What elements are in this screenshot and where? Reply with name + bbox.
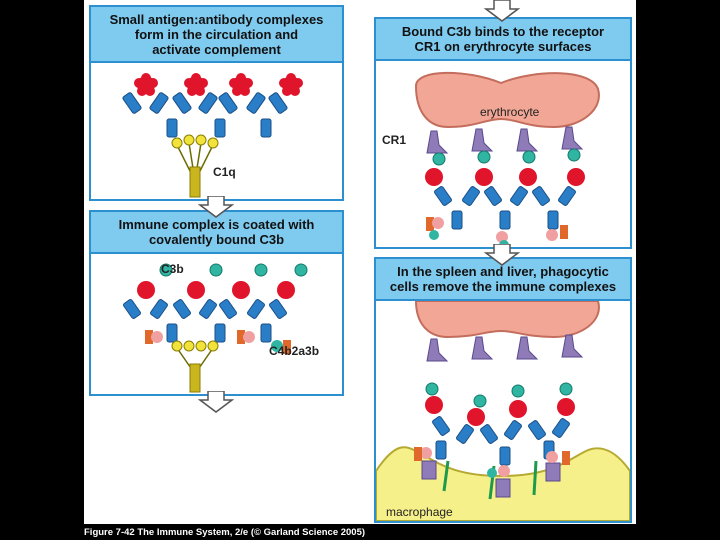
panel-4-title-line-2: cells remove the immune complexes xyxy=(389,279,617,294)
erythrocyte-bound-complex-illustration xyxy=(414,71,600,247)
c3b-label: C3b xyxy=(161,262,184,276)
arrow-panel-1-to-2 xyxy=(198,196,234,218)
panel-3-title-line-2: CR1 on erythrocyte surfaces xyxy=(414,39,592,54)
c1q-molecule xyxy=(171,340,219,393)
panel-1-header: Small antigen:antibody complexes form in… xyxy=(91,7,342,63)
c4b2a3b-complexes xyxy=(145,330,291,354)
panel-complex-formation: Small antigen:antibody complexes form in… xyxy=(89,5,344,201)
antibody-chain xyxy=(122,92,288,138)
panel-phagocytic-removal: In the spleen and liver, phagocytic cell… xyxy=(374,257,632,523)
figure-page: Small antigen:antibody complexes form in… xyxy=(84,0,636,524)
c4b2a3b-complexes xyxy=(414,447,570,478)
erythrocyte-shape xyxy=(414,71,600,129)
c3b-coated-complex-illustration xyxy=(123,263,308,393)
c3b-molecules xyxy=(159,263,308,277)
panel-4-header: In the spleen and liver, phagocytic cell… xyxy=(376,259,630,301)
erythrocyte-shape xyxy=(414,301,600,339)
cr1-receptors xyxy=(426,334,584,362)
c4b2a3b-complexes xyxy=(426,217,568,247)
arrow-into-panel-3 xyxy=(484,0,520,22)
panel-2-title-line-2: covalently bound C3b xyxy=(148,232,285,247)
panel-2-header: Immune complex is coated with covalently… xyxy=(91,212,342,254)
antigen-row xyxy=(425,396,575,426)
antigen-row xyxy=(134,73,303,96)
caption-book-title: The Immune System, 2/e xyxy=(137,527,249,538)
panel-1-title-line-1: Small antigen:antibody complexes xyxy=(109,11,324,27)
c1q-molecule xyxy=(171,134,219,198)
c3b-molecules xyxy=(425,382,573,408)
macrophage-label: macrophage xyxy=(386,505,453,519)
panel-1-title-line-3: activate complement xyxy=(152,41,281,57)
panel-c3b-coating: Immune complex is coated with covalently… xyxy=(89,210,344,396)
c3b-molecules xyxy=(432,148,581,166)
panel-3-title-line-1: Bound C3b binds to the receptor xyxy=(401,24,605,39)
panel-1-title-line-2: form in the circulation and xyxy=(134,26,299,42)
antigen-row xyxy=(425,168,585,186)
panel-2-title-line-1: Immune complex is coated with xyxy=(118,217,315,232)
antibody-chain xyxy=(123,299,287,343)
cr1-receptors xyxy=(426,126,584,154)
arrow-panel-2-exit xyxy=(198,391,234,413)
fc-receptors xyxy=(421,460,561,498)
cr1-label: CR1 xyxy=(382,133,407,147)
c4b2a3b-label: C4b2a3b xyxy=(269,344,320,358)
arrow-panel-3-to-4 xyxy=(484,244,520,266)
complex-with-c1q-illustration xyxy=(122,73,303,198)
macrophage-uptake-illustration xyxy=(376,301,630,521)
antigen-row xyxy=(137,281,295,299)
caption-figure-number: Figure 7-42 xyxy=(84,527,135,538)
panel-3-header: Bound C3b binds to the receptor CR1 on e… xyxy=(376,19,630,61)
erythrocyte-label: erythrocyte xyxy=(480,105,540,119)
antibody-chain xyxy=(434,186,576,230)
figure-caption: Figure 7-42 The Immune System, 2/e (© Ga… xyxy=(84,527,365,538)
c1q-label: C1q xyxy=(213,165,236,179)
panel-4-title-line-1: In the spleen and liver, phagocytic xyxy=(397,264,609,279)
panel-erythrocyte-binding: Bound C3b binds to the receptor CR1 on e… xyxy=(374,17,632,249)
caption-credit: (© Garland Science 2005) xyxy=(250,527,366,538)
